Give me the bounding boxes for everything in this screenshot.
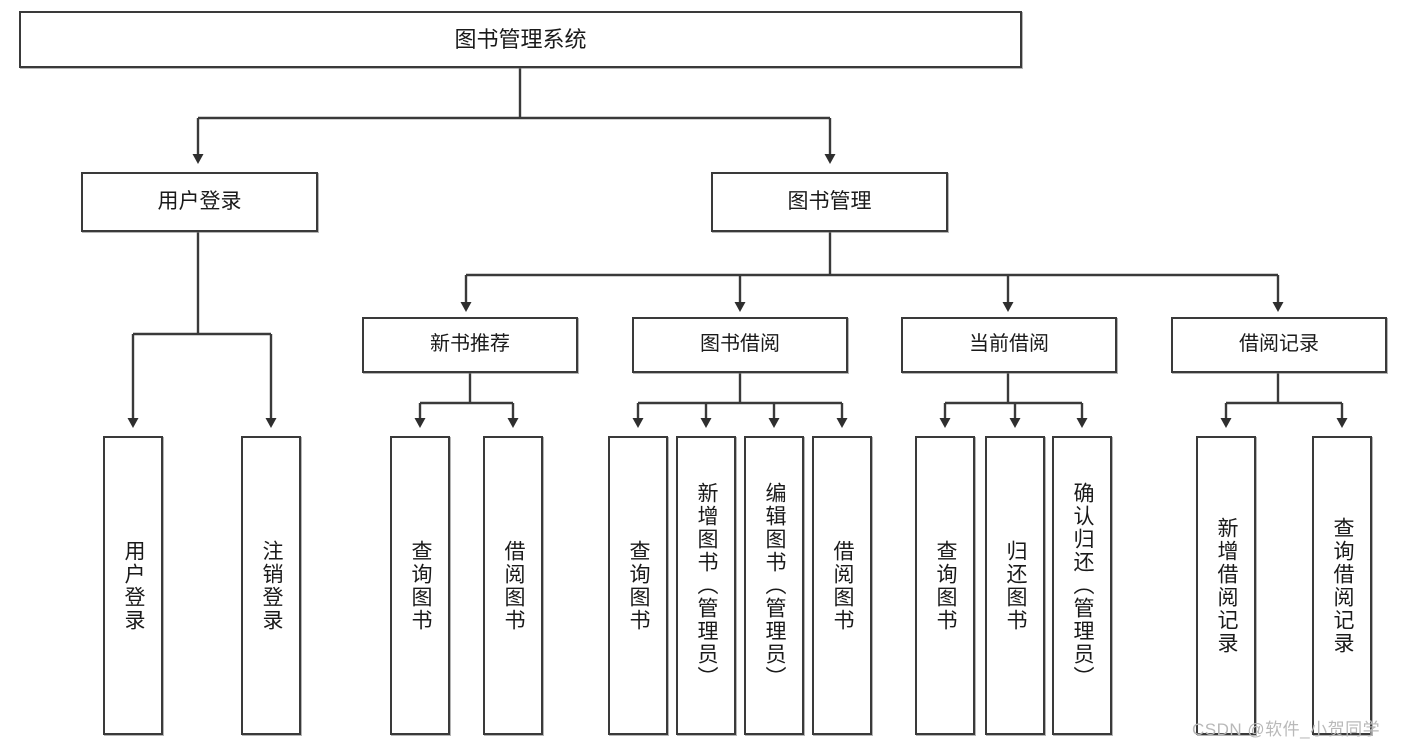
- leaf-user-login-signout[interactable]: 注销登录: [241, 436, 301, 735]
- leaf-current-query-book[interactable]: 查询图书: [915, 436, 975, 735]
- node-label: 图书管理系统: [454, 26, 587, 52]
- node-current-borrow[interactable]: 当前借阅: [901, 317, 1117, 373]
- node-user-login[interactable]: 用户登录: [81, 172, 318, 232]
- leaf-user-login-signin[interactable]: 用户登录: [103, 436, 163, 735]
- node-label: 用户登录: [157, 189, 242, 213]
- node-label: 新增借阅记录: [1215, 516, 1239, 655]
- node-label: 新增图书（管理员）: [695, 482, 719, 689]
- node-label: 借阅记录: [1239, 333, 1319, 356]
- node-label: 用户登录: [122, 539, 146, 632]
- node-borrow-record[interactable]: 借阅记录: [1171, 317, 1387, 373]
- node-label: 确认归还（管理员）: [1071, 482, 1095, 689]
- node-label: 编辑图书（管理员）: [763, 482, 787, 689]
- node-label: 借阅图书: [502, 539, 526, 632]
- node-label: 查询图书: [934, 539, 958, 632]
- leaf-current-confirm-return[interactable]: 确认归还（管理员）: [1052, 436, 1112, 735]
- node-book-borrow[interactable]: 图书借阅: [632, 317, 848, 373]
- node-label: 查询图书: [627, 539, 651, 632]
- watermark-text: CSDN @软件_小贺同学: [1192, 720, 1381, 739]
- node-root-system[interactable]: 图书管理系统: [19, 11, 1022, 68]
- node-label: 归还图书: [1004, 539, 1028, 632]
- node-label: 查询借阅记录: [1331, 516, 1355, 655]
- node-label: 当前借阅: [969, 333, 1049, 356]
- node-book-management[interactable]: 图书管理: [711, 172, 948, 232]
- node-label: 查询图书: [409, 539, 433, 632]
- node-label: 注销登录: [260, 539, 284, 632]
- leaf-record-add[interactable]: 新增借阅记录: [1196, 436, 1256, 735]
- leaf-new-book-borrow[interactable]: 借阅图书: [483, 436, 543, 735]
- node-label: 图书借阅: [700, 333, 780, 356]
- node-label: 借阅图书: [831, 539, 855, 632]
- node-label: 新书推荐: [430, 333, 510, 356]
- leaf-new-book-query[interactable]: 查询图书: [390, 436, 450, 735]
- leaf-record-query[interactable]: 查询借阅记录: [1312, 436, 1372, 735]
- leaf-borrow-edit-book[interactable]: 编辑图书（管理员）: [744, 436, 804, 735]
- leaf-borrow-add-book[interactable]: 新增图书（管理员）: [676, 436, 736, 735]
- node-label: 图书管理: [787, 189, 872, 213]
- leaf-current-return-book[interactable]: 归还图书: [985, 436, 1045, 735]
- leaf-borrow-borrow-book[interactable]: 借阅图书: [812, 436, 872, 735]
- node-new-book-recommend[interactable]: 新书推荐: [362, 317, 578, 373]
- leaf-borrow-query-book[interactable]: 查询图书: [608, 436, 668, 735]
